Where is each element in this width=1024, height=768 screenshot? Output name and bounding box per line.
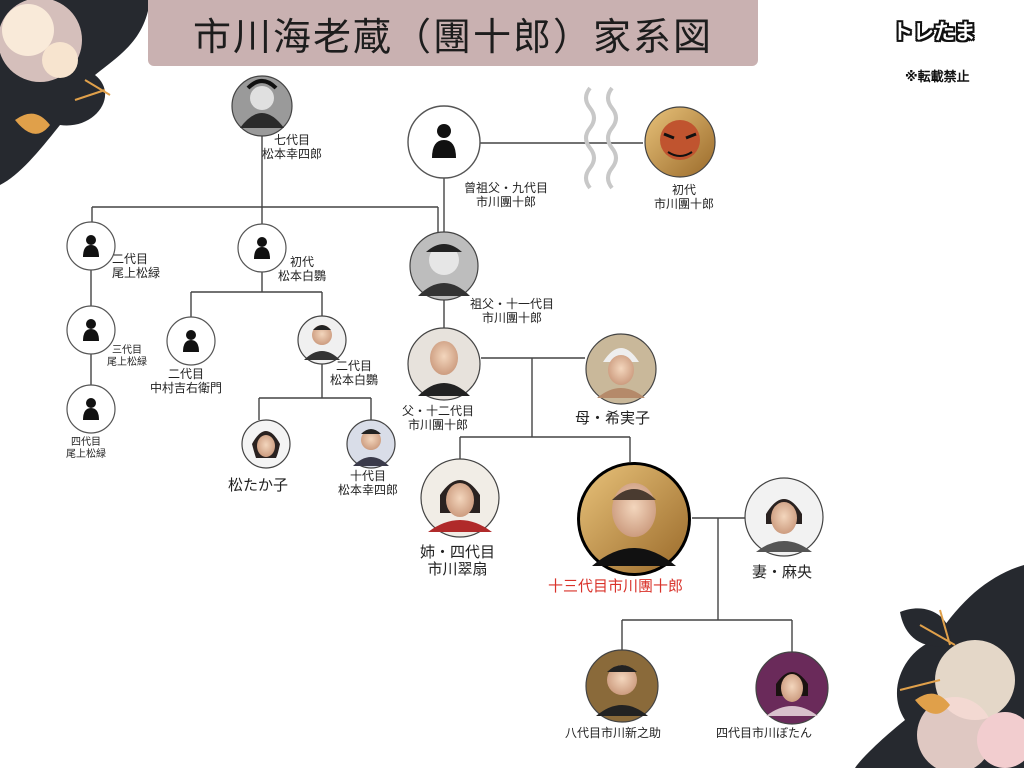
label-shinnosuke8: 八代目市川新之助 xyxy=(565,726,662,740)
portrait-danjuro13 xyxy=(577,462,691,576)
portrait-koshiro10 xyxy=(346,419,396,469)
label-danjuro12: 父・十二代目市川團十郎 xyxy=(402,404,475,432)
label-kimiko: 母・希実子 xyxy=(575,409,651,427)
label-takako: 松たか子 xyxy=(228,476,289,494)
portrait-botan4 xyxy=(755,651,829,725)
brand-logo: トレたま xyxy=(892,20,976,44)
label-shoroku4: 四代目尾上松緑 xyxy=(66,437,106,460)
portrait-danjuro11 xyxy=(409,231,479,301)
avatar-placeholder-shoroku3 xyxy=(66,305,116,355)
portrait-hakuo2 xyxy=(297,315,347,365)
label-koshiro10: 十代目松本幸四郎 xyxy=(338,469,399,497)
label-danjuro1: 初代市川團十郎 xyxy=(654,183,715,211)
label-koshiro7: 七代目松本幸四郎 xyxy=(262,133,323,161)
label-hakuo2: 二代目松本白鸚 xyxy=(330,359,379,387)
label-shoroku2: 二代目尾上松緑 xyxy=(112,252,161,280)
portrait-koshiro7 xyxy=(231,75,293,137)
label-mao: 妻・麻央 xyxy=(752,563,813,581)
avatar-placeholder-kichiemon2 xyxy=(166,316,216,366)
label-botan4: 四代目市川ぼたん xyxy=(716,726,813,740)
label-danjuro13: 十三代目市川團十郎 xyxy=(548,577,684,595)
avatar-placeholder-shoroku2 xyxy=(66,221,116,271)
portrait-danjuro1 xyxy=(644,106,716,178)
page-title: 市川海老蔵（團十郎）家系図 xyxy=(192,14,713,59)
portrait-suisen4 xyxy=(420,458,500,538)
label-danjuro11: 祖父・十一代目市川團十郎 xyxy=(470,297,555,325)
tree-connectors xyxy=(90,135,793,652)
avatar-placeholder-danjuro9 xyxy=(407,105,481,179)
wavy-line-decoration xyxy=(584,86,618,190)
label-hakuo1: 初代松本白鸚 xyxy=(278,255,327,283)
floral-decoration-top-left xyxy=(0,0,150,185)
portrait-danjuro12 xyxy=(407,327,481,401)
title-banner: 市川海老蔵（團十郎）家系図 xyxy=(148,0,758,66)
copyright-note: ※転載禁止 xyxy=(905,70,970,85)
avatar-placeholder-hakuo1 xyxy=(237,223,287,273)
avatar-placeholder-shoroku4 xyxy=(66,384,116,434)
portrait-mao xyxy=(744,477,824,557)
label-suisen4: 姉・四代目市川翠扇 xyxy=(420,543,496,579)
portrait-kimiko xyxy=(585,333,657,405)
portrait-takako xyxy=(241,419,291,469)
label-danjuro9: 曾祖父・九代目市川團十郎 xyxy=(464,181,549,209)
floral-decoration-bottom-right xyxy=(855,565,1024,768)
portrait-shinnosuke8 xyxy=(585,649,659,723)
label-shoroku3: 三代目尾上松緑 xyxy=(107,345,147,368)
label-kichiemon2: 二代目中村吉右衛門 xyxy=(150,367,223,395)
